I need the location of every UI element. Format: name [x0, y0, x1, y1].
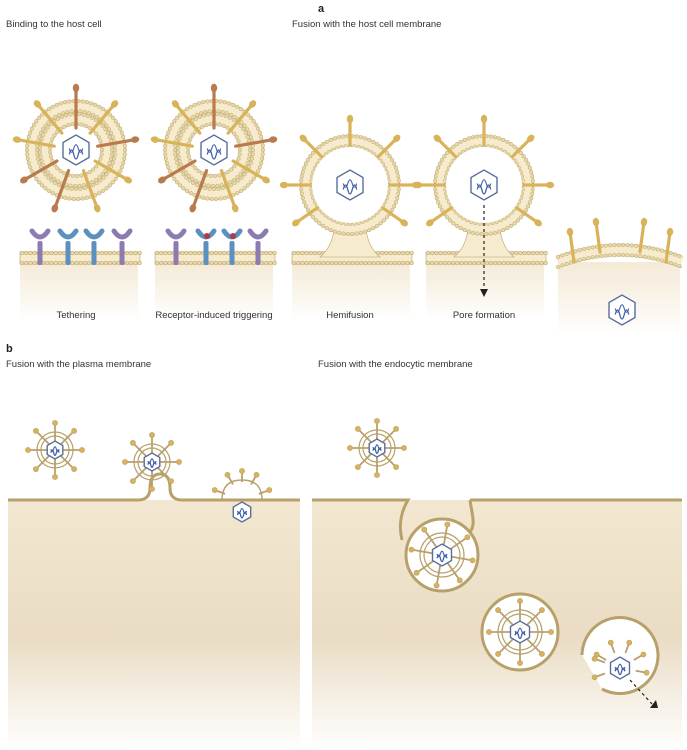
header-fusion-endocytic-membrane: Fusion with the endocytic membrane	[318, 359, 473, 370]
hexagonal-capsid-icon	[46, 440, 64, 460]
rna-genome-icon	[50, 446, 60, 457]
header-fusion-plasma-membrane: Fusion with the plasma membrane	[6, 359, 151, 370]
glycoprotein-spike-icon	[88, 100, 119, 135]
stage-label-pore-formation: Pore formation	[453, 310, 515, 321]
rna-genome-icon	[342, 179, 358, 195]
virion-tethering	[12, 83, 140, 213]
rna-genome-icon	[436, 550, 448, 563]
glycoprotein-spike-icon	[413, 181, 446, 189]
virion-binding-plasma	[122, 432, 182, 492]
trigger-site-icon	[230, 233, 236, 239]
rna-genome-icon	[206, 144, 222, 160]
hexagonal-capsid-icon	[470, 169, 498, 201]
host-receptor-icon	[57, 228, 79, 265]
glycoprotein-spike-icon	[158, 159, 197, 184]
glycoprotein-spike-icon	[592, 217, 602, 254]
glycoprotein-spike-icon	[664, 227, 674, 264]
panel-b-cytoplasm	[8, 500, 682, 750]
glycoprotein-spike-icon	[96, 136, 140, 148]
header-fusion-host-membrane: Fusion with the host cell membrane	[292, 19, 441, 30]
rna-genome-icon	[614, 304, 630, 320]
trigger-site-icon	[204, 233, 210, 239]
panel-a-cell-backgrounds	[20, 262, 680, 337]
stage-label-tethering: Tethering	[56, 310, 95, 321]
host-receptor-icon	[111, 228, 133, 265]
glycoprotein-spike-icon	[522, 181, 555, 189]
glycoprotein-spike-icon	[226, 100, 257, 135]
rna-genome-icon	[514, 627, 526, 640]
glycoprotein-spike-icon	[12, 136, 56, 148]
virion-triggering	[150, 83, 278, 213]
hexagonal-capsid-icon	[608, 294, 636, 326]
glycoprotein-spike-icon	[279, 181, 312, 189]
hexagonal-capsid-icon	[200, 134, 228, 166]
panel-b-letter: b	[6, 343, 13, 355]
glycoprotein-spike-icon	[638, 217, 648, 254]
release-arrow-icon	[480, 205, 488, 297]
panel-a-letter: a	[318, 3, 325, 15]
hexagonal-capsid-icon	[431, 543, 453, 567]
rna-genome-icon	[614, 663, 626, 676]
glycoprotein-spike-icon	[210, 83, 218, 130]
glycoprotein-spike-icon	[510, 134, 535, 159]
glycoprotein-spike-icon	[171, 100, 202, 135]
host-receptor-icon	[29, 228, 51, 265]
rna-genome-icon	[236, 507, 248, 519]
glycoprotein-spike-icon	[515, 206, 542, 227]
rna-genome-icon	[147, 458, 157, 469]
hexagonal-capsid-icon	[509, 620, 531, 644]
glycoprotein-spike-icon	[219, 169, 239, 213]
rna-genome-icon	[476, 179, 492, 195]
glycoprotein-spike-icon	[426, 206, 453, 227]
glycoprotein-spike-icon	[33, 100, 64, 135]
host-receptor-icon	[83, 228, 105, 265]
hexagonal-capsid-icon	[143, 452, 161, 472]
virions	[12, 83, 658, 708]
glycoprotein-spike-icon	[234, 136, 278, 148]
stage-label-hemifusion: Hemifusion	[326, 310, 374, 321]
virion-hemifusion	[279, 114, 421, 258]
glycoprotein-spike-icon	[231, 159, 270, 184]
host-receptor-icon	[165, 228, 187, 265]
glycoprotein-spike-icon	[93, 159, 132, 184]
hexagonal-capsid-icon	[232, 501, 252, 523]
glycoprotein-spike-icon	[51, 169, 71, 213]
glycoprotein-spike-icon	[376, 134, 401, 159]
virion-approach-plasma	[25, 420, 85, 480]
virion-approach-endocytic	[347, 418, 407, 478]
glycoprotein-spike-icon	[150, 136, 194, 148]
glycoprotein-spike-icon	[299, 134, 324, 159]
virion-fused-plasma	[211, 468, 273, 523]
glycoprotein-spike-icon	[189, 169, 209, 213]
glycoprotein-spike-icon	[20, 159, 59, 184]
hexagonal-capsid-icon	[336, 169, 364, 201]
glycoprotein-spike-icon	[72, 83, 80, 130]
virion-fusing-endosome	[591, 639, 658, 708]
glycoprotein-spike-icon	[433, 134, 458, 159]
hexagonal-capsid-icon	[62, 134, 90, 166]
glycoprotein-spike-icon	[81, 169, 101, 213]
release-arrow-icon	[629, 679, 658, 708]
host-receptor-icon	[247, 228, 269, 265]
stage-label-receptor-triggering: Receptor-induced triggering	[155, 310, 272, 321]
hexagonal-capsid-icon	[368, 438, 386, 458]
virion-in-endosome-2	[486, 598, 554, 666]
glycoprotein-spike-icon	[566, 227, 576, 264]
rna-genome-icon	[372, 444, 382, 455]
glycoprotein-spike-icon	[381, 206, 408, 227]
virion-pore-formation	[413, 114, 555, 297]
glycoprotein-spike-icon	[292, 206, 319, 227]
hexagonal-capsid-icon	[609, 656, 631, 680]
glycoprotein-spike-icon	[480, 114, 488, 147]
glycoprotein-spike-icon	[346, 114, 354, 147]
membrane-post-fusion	[555, 217, 685, 326]
header-binding-to-host-cell: Binding to the host cell	[6, 19, 102, 30]
virion-in-endosome-1	[408, 521, 476, 589]
rna-genome-icon	[68, 144, 84, 160]
